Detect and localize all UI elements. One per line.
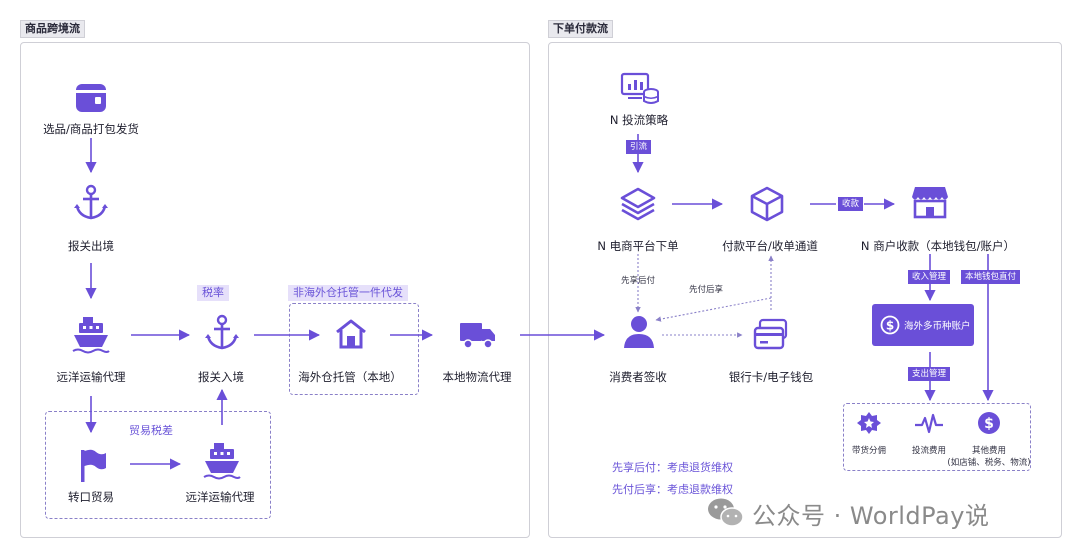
cross-border-goods-title: 商品跨境流 — [20, 20, 85, 38]
bank-card-wallet-label: 银行卡/电子钱包 — [728, 370, 814, 384]
bank-card-icon — [753, 318, 788, 350]
multi-currency-account-label: 海外多币种账户 — [904, 321, 971, 332]
ship-icon — [72, 317, 110, 354]
watermark-text: 公众号 · WorldPay说 — [752, 502, 990, 530]
ecommerce-order-label: N 电商平台下单 — [597, 239, 679, 253]
ship-icon — [203, 443, 241, 480]
package-icon — [76, 84, 106, 112]
local-logistics-label: 本地物流代理 — [442, 370, 512, 384]
payment-platform-label: 付款平台/收单通道 — [722, 239, 818, 253]
analytics-icon — [620, 72, 659, 104]
order-payment-title: 下单付款流 — [548, 20, 613, 38]
dollar-icon: $ — [880, 315, 900, 335]
merchant-collect-label: N 商户收款（本地钱包/账户） — [860, 239, 1016, 253]
consumer-sign-label: 消费者签收 — [609, 370, 667, 384]
cube-icon — [750, 186, 784, 222]
star-badge-icon — [857, 412, 881, 434]
other-cost-note: (如店铺、税务、物流) — [947, 458, 1031, 468]
income-management-badge: 收入管理 — [908, 270, 951, 284]
order-payment-panel — [548, 42, 1062, 538]
expense-management-badge: 支出管理 — [908, 367, 951, 381]
storefront-icon — [912, 187, 948, 219]
anchor-icon — [74, 184, 108, 220]
expense-box — [843, 403, 1031, 471]
legend-enjoy-first: 先享后付：考虑退货维权 — [612, 461, 733, 474]
collect-badge: 收款 — [838, 197, 864, 211]
customs-export-label: 报关出境 — [68, 239, 114, 253]
pulse-icon — [915, 413, 943, 434]
influencer-commission-label: 带货分佣 — [851, 446, 887, 456]
ad-cost-label: 投流费用 — [911, 446, 947, 456]
dollar-coin-icon: $ — [978, 412, 1000, 434]
customs-import-label: 报关入境 — [198, 370, 244, 384]
transit-trade-label: 转口贸易 — [68, 490, 114, 504]
pay-first-enjoy-later-label: 先付后享 — [688, 285, 724, 295]
trade-tax-diff-label: 贸易税差 — [129, 424, 173, 437]
local-wallet-direct-pay-badge: 本地钱包直付 — [961, 270, 1021, 284]
warehouse-label: 海外仓托管（本地） — [298, 370, 402, 384]
truck-icon — [460, 323, 495, 349]
ocean-agent-label: 远洋运输代理 — [56, 370, 126, 384]
ocean-agent-2-label: 远洋运输代理 — [185, 490, 255, 504]
legend-pay-first: 先付后享：考虑退款维权 — [612, 483, 733, 496]
dotted-bank-to-consumer — [655, 297, 772, 322]
warehouse-box — [289, 303, 419, 395]
tax-rate-tag: 税率 — [197, 285, 229, 301]
warehouse-icon — [336, 319, 366, 349]
other-cost-label: 其他费用 — [971, 446, 1007, 456]
ad-strategy-label: N 投流策略 — [609, 113, 669, 127]
wechat-icon — [708, 498, 744, 527]
transit-trade-box — [45, 411, 271, 519]
svg-text:$: $ — [984, 416, 994, 432]
consumer-user-icon — [624, 316, 654, 348]
enjoy-first-pay-later-label: 先享后付 — [620, 276, 656, 286]
flag-icon — [81, 449, 106, 482]
anchor-icon — [205, 314, 239, 350]
multi-currency-account: $ 海外多币种账户 — [872, 304, 974, 346]
select-goods-label: 选品/商品打包发货 — [43, 122, 139, 136]
platform-layers-icon — [620, 187, 656, 221]
traffic-badge: 引流 — [626, 140, 652, 154]
svg-text:$: $ — [886, 319, 894, 333]
warehouse-tag: 非海外仓托管一件代发 — [288, 285, 408, 301]
